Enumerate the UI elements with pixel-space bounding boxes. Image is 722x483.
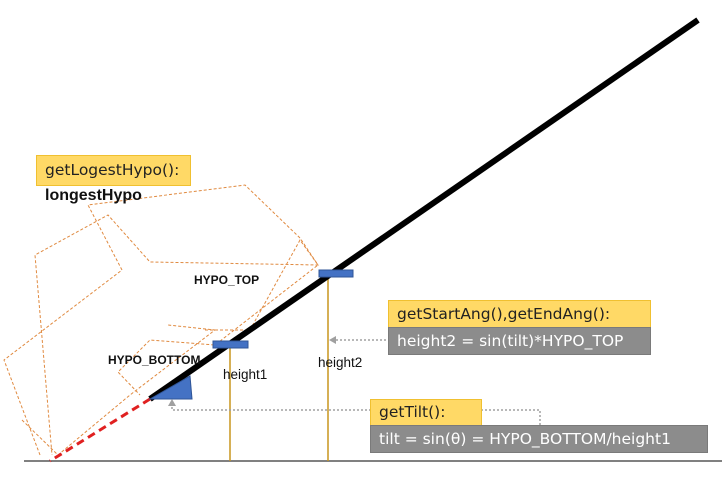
get-tilt-box: getTilt(): — [370, 399, 482, 426]
height1-marker — [212, 340, 249, 349]
hypo-bottom-label: HYPO_BOTTOM — [108, 353, 201, 367]
get-longest-hypo-box: getLogestHypo(): — [36, 155, 191, 186]
tilt-connector-arrowhead — [168, 399, 176, 406]
hypo-bottom-bracket — [21, 324, 217, 456]
height1-label: height1 — [223, 367, 268, 382]
longest-hypo-label: longestHypo — [45, 187, 142, 204]
height2-connector-arrowhead — [329, 336, 336, 344]
tilt-connector — [171, 404, 541, 425]
longest-hypo-bracket — [3, 184, 319, 456]
main-tilted-line — [148, 17, 700, 402]
height2-marker — [318, 269, 354, 278]
tilt-formula-box: tilt = sin(θ) = HYPO_BOTTOM/height1 — [370, 425, 708, 453]
angle-triangle — [148, 375, 193, 400]
height2-label: height2 — [318, 355, 363, 370]
hypo-top-label: HYPO_TOP — [194, 273, 260, 287]
extension-dashed-line — [49, 397, 151, 463]
get-start-end-ang-box: getStartAng(),getEndAng(): — [388, 300, 651, 328]
hypo-top-bracket — [117, 239, 319, 396]
height2-formula-box: height2 = sin(tilt)*HYPO_TOP — [388, 327, 651, 355]
